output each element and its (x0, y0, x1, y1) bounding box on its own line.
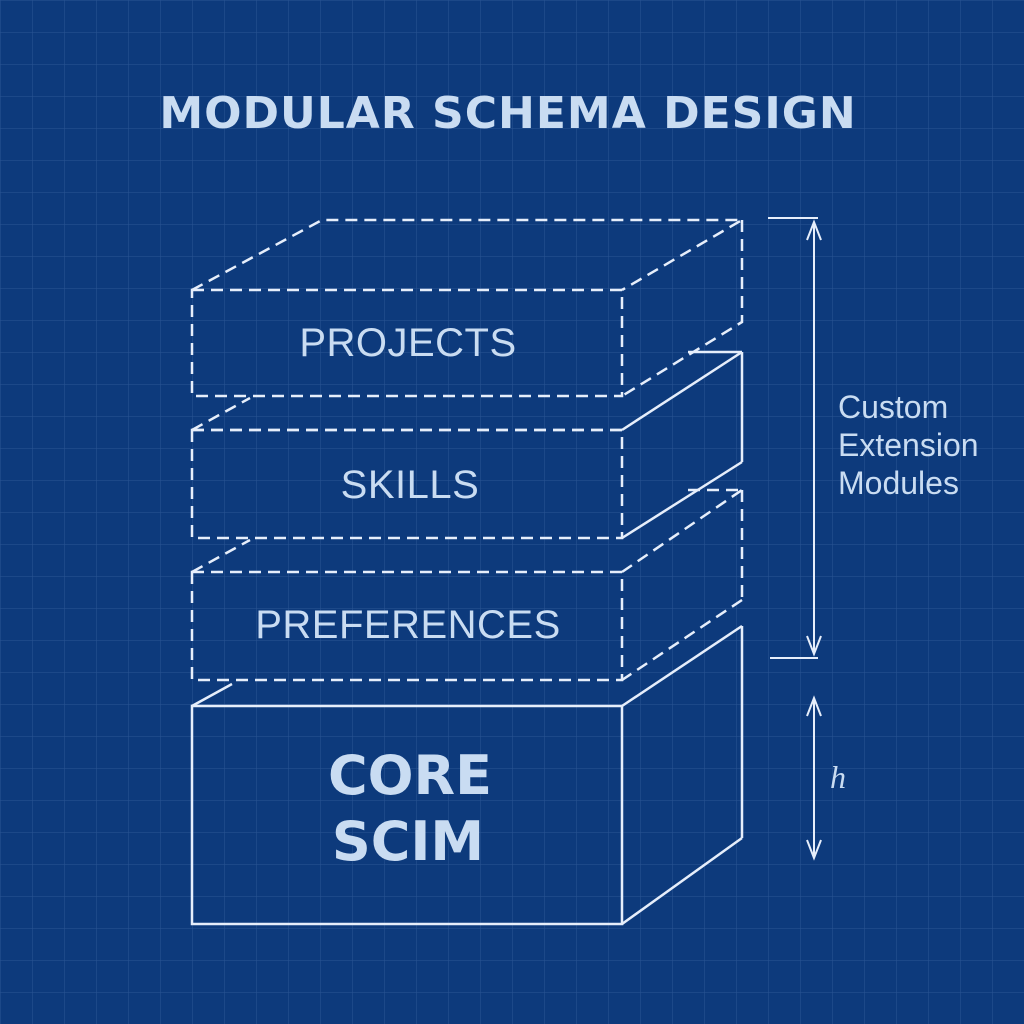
height-arrow-up-icon (806, 695, 822, 717)
core-block-top-diag (621, 624, 743, 708)
core-block-top-edge (191, 682, 233, 708)
extension-arrow-down-icon (806, 635, 822, 657)
layer-skills-side-bottom (621, 460, 743, 540)
extension-dimension: Custom Extension Modules (768, 217, 979, 659)
layer-projects-top (191, 218, 747, 292)
layer-projects-side (621, 220, 744, 398)
layer-skills: SKILLS (190, 350, 744, 540)
height-dimension: h (806, 695, 846, 861)
extension-label-line3: Modules (838, 465, 959, 501)
height-label: h (830, 759, 846, 795)
core-label-line1: CORE (328, 744, 492, 807)
extension-label-line2: Extension (838, 427, 979, 463)
layer-projects-front (190, 288, 624, 398)
layer-skills-top-edge (191, 396, 251, 432)
layer-projects: PROJECTS (190, 218, 747, 398)
layer-preferences-front (190, 570, 624, 682)
core-block-side-bottom (621, 836, 743, 926)
layer-skills-front (190, 428, 624, 540)
layer-preferences: PREFERENCES (190, 488, 744, 682)
layer-preferences-top-edge (191, 538, 251, 574)
layer-preferences-side-bottom (621, 598, 743, 682)
layer-preferences-top-diag (621, 488, 743, 574)
layer-preferences-label: PREFERENCES (255, 603, 561, 647)
layer-skills-label: SKILLS (341, 463, 480, 507)
height-arrow-down-icon (806, 839, 822, 861)
extension-arrow-up-icon (806, 219, 822, 241)
layer-projects-label: PROJECTS (299, 321, 516, 365)
extension-label-line1: Custom (838, 389, 948, 425)
diagram-title: MODULAR SCHEMA DESIGN (159, 88, 856, 139)
core-label-line2: SCIM (332, 810, 484, 873)
core-block: CORE SCIM (190, 624, 744, 926)
layer-skills-top-diag (621, 350, 743, 432)
